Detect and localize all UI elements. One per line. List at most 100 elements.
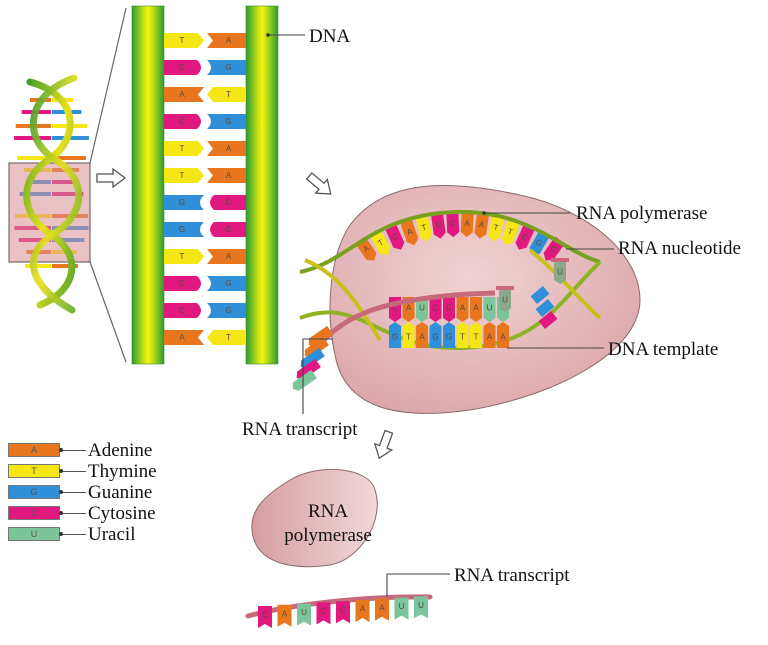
helix-rung-left: [17, 156, 52, 160]
label-rna-polymerase: RNA polymerase: [576, 203, 708, 224]
template-base: [456, 322, 469, 348]
transcript-base: U: [297, 603, 311, 626]
exiting-rna-base: [292, 369, 317, 391]
legend-swatch: C: [8, 506, 60, 520]
coding-base-shape: [385, 224, 405, 250]
base-letter: T: [406, 333, 411, 342]
base-right: [207, 87, 246, 102]
exiting-rna-base-shape: [308, 325, 333, 347]
base-left: [164, 33, 204, 48]
legend-leader-line: [59, 468, 86, 473]
legend-label: Uracil: [88, 523, 136, 545]
base-letter: C: [435, 220, 442, 230]
legend-swatch: T: [8, 464, 60, 478]
base-letter: C: [262, 611, 268, 620]
leader-dot: [482, 211, 486, 215]
base-letter: G: [225, 279, 231, 288]
process-arrows: [96, 167, 394, 460]
arrow-down-left-icon: [373, 429, 394, 460]
template-base: [389, 322, 401, 348]
base-letter: A: [379, 603, 385, 612]
base-right: [207, 168, 246, 183]
base-letter: G: [225, 117, 231, 126]
rna-template-pair: UA: [483, 297, 496, 348]
legend-item-thymine: T Thymine: [8, 460, 157, 482]
rna-base: [443, 297, 455, 322]
legend-leader-line: [59, 489, 86, 494]
base-letter: T: [492, 223, 499, 233]
base-letter: C: [433, 304, 439, 313]
base-letter: C: [179, 117, 185, 126]
coding-base: T: [501, 219, 520, 246]
nucleotide-base: [554, 262, 566, 284]
base-letter: A: [282, 609, 288, 618]
base-right: [207, 249, 246, 264]
coding-base-shape: [515, 224, 535, 250]
transcript-base: C: [336, 601, 350, 624]
template-base: [483, 322, 496, 348]
base-letter: C: [392, 304, 398, 313]
helix-rung-right: [52, 264, 78, 268]
base-right: [207, 276, 246, 291]
dna-backbone-right: [245, 5, 279, 365]
dna-strand-template: [299, 260, 602, 351]
base-letter: A: [179, 333, 185, 342]
dna-strand-cross-right: [528, 248, 602, 320]
base-letter: A: [226, 171, 232, 180]
incoming-rna-nucleotide: U: [551, 258, 569, 284]
transcript-base-shape: [258, 606, 272, 628]
base-letter: U: [418, 601, 424, 610]
rna-template-pair: AT: [470, 297, 482, 348]
legend-swatch: G: [8, 485, 60, 499]
exiting-rna-base-shape: [304, 336, 329, 358]
base-left: [164, 303, 201, 318]
free-nucleotide-shape: [538, 311, 558, 329]
base-letter: U: [557, 268, 563, 277]
coding-base: A: [460, 211, 474, 238]
dna-strand-cross-left: [304, 258, 382, 342]
base-left: [164, 330, 204, 345]
rna-template-pair: UA: [416, 297, 428, 348]
base-letter: A: [500, 333, 506, 342]
base-letter: T: [226, 90, 231, 99]
base-letter: G: [392, 333, 398, 342]
template-base: [402, 322, 415, 348]
base-letter: A: [226, 144, 232, 153]
transcript-base: C: [258, 606, 272, 628]
arrow-right-icon: [96, 167, 127, 189]
legend-leader-line: [59, 510, 86, 515]
zoom-lines: [89, 7, 127, 363]
coding-base-shape: [430, 212, 446, 239]
helix-strand-2: [29, 74, 83, 314]
zoom-line-top: [89, 7, 127, 164]
rna-template-pair: AT: [456, 297, 469, 348]
base-letter: A: [360, 605, 366, 614]
transcript-base-shape: [277, 604, 292, 627]
exiting-rna-base: [308, 325, 333, 347]
transcript-base-shape: [414, 596, 428, 619]
base-left: [164, 276, 201, 291]
exiting-rna-base-shape: [292, 369, 317, 391]
coding-base: C: [385, 224, 405, 250]
coding-base: C: [515, 224, 535, 250]
base-left: [164, 87, 204, 102]
coding-base-shape: [400, 219, 419, 246]
legend-label: Thymine: [88, 460, 157, 482]
base-letter: C: [179, 279, 185, 288]
free-nucleotide: [530, 286, 550, 304]
base-right: [210, 222, 246, 237]
leader-dot: [266, 33, 270, 37]
label-free-polymerase-line1: RNA: [307, 501, 349, 522]
transcript-base-shape: [297, 603, 311, 626]
